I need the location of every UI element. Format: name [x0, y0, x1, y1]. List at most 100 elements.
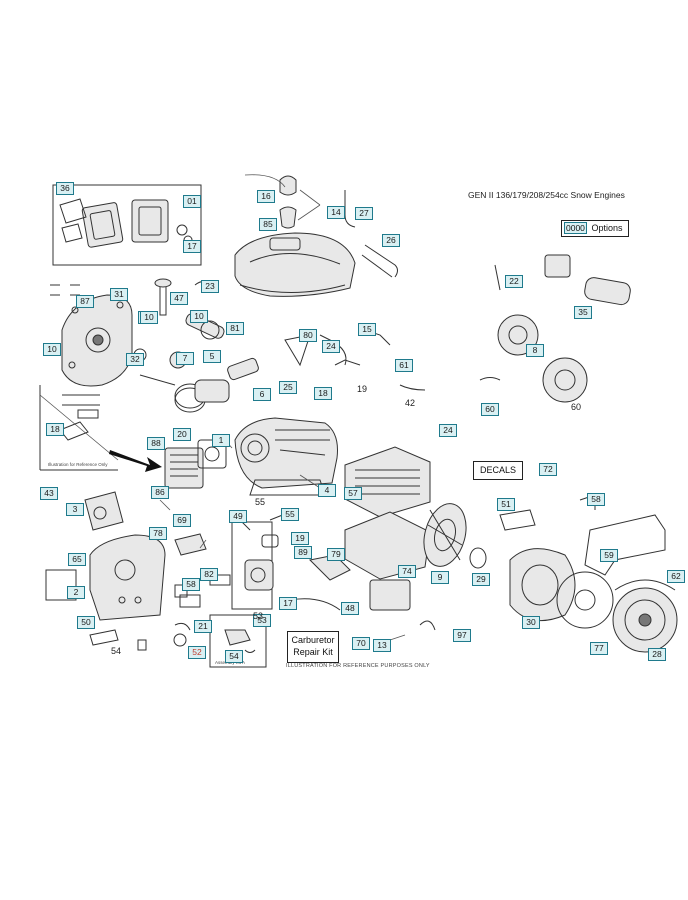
callout-17[interactable]: 17 — [279, 597, 297, 610]
callout-3[interactable]: 3 — [66, 503, 84, 516]
callout-69[interactable]: 69 — [173, 514, 191, 527]
callout-49[interactable]: 49 — [229, 510, 247, 523]
part-number-53: 53 — [253, 611, 264, 621]
callout-24[interactable]: 24 — [322, 340, 340, 353]
callout-65[interactable]: 65 — [68, 553, 86, 566]
callout-86[interactable]: 86 — [151, 486, 169, 499]
part-number-54: 54 — [111, 646, 122, 656]
callout-77[interactable]: 77 — [590, 642, 608, 655]
fasteners-bottom — [89, 584, 191, 651]
piston-assembly — [139, 357, 259, 413]
callout-19[interactable]: 19 — [291, 532, 309, 545]
callout-17[interactable]: 17 — [183, 240, 201, 253]
fuel-tank — [234, 174, 398, 297]
callout-61[interactable]: 61 — [395, 359, 413, 372]
flywheel — [423, 503, 487, 569]
callout-52[interactable]: 52 — [188, 646, 206, 659]
callout-82[interactable]: 82 — [200, 568, 218, 581]
options-box[interactable]: 0000 Options — [561, 220, 629, 237]
part-number-19: 19 — [357, 384, 368, 394]
callout-79[interactable]: 79 — [327, 548, 345, 561]
callout-54[interactable]: 54 — [225, 650, 243, 663]
side-plate — [84, 491, 124, 531]
callout-decals[interactable]: 72 — [539, 463, 557, 476]
callout-10[interactable]: 10 — [43, 343, 61, 356]
callout-16[interactable]: 16 — [257, 190, 275, 203]
callout-47[interactable]: 47 — [170, 292, 188, 305]
carburetor — [231, 511, 291, 610]
callout-15[interactable]: 15 — [358, 323, 376, 336]
callout-10[interactable]: 10 — [140, 311, 158, 324]
callout-25[interactable]: 25 — [279, 381, 297, 394]
callout-88[interactable]: 88 — [147, 437, 165, 450]
part-number-55: 55 — [255, 497, 266, 507]
callout-8[interactable]: 8 — [526, 344, 544, 357]
callout-27[interactable]: 27 — [355, 207, 373, 220]
callout-81[interactable]: 81 — [226, 322, 244, 335]
callout-55[interactable]: 55 — [281, 508, 299, 521]
callout-22[interactable]: 22 — [505, 275, 523, 288]
callout-23[interactable]: 23 — [201, 280, 219, 293]
part-number-60: 60 — [571, 402, 582, 412]
callout-29[interactable]: 29 — [472, 573, 490, 586]
callout-51[interactable]: 51 — [497, 498, 515, 511]
callout-50[interactable]: 50 — [77, 616, 95, 629]
callout-01[interactable]: 01 — [183, 195, 201, 208]
callout-89[interactable]: 89 — [294, 546, 312, 559]
callout-58[interactable]: 58 — [587, 493, 605, 506]
cylinder-head — [164, 439, 227, 489]
callout-58[interactable]: 58 — [182, 578, 200, 591]
callout-18[interactable]: 18 — [46, 423, 64, 436]
callout-2[interactable]: 2 — [67, 586, 85, 599]
callout-59[interactable]: 59 — [600, 549, 618, 562]
tiny-note-a: Illustration for Reference Only — [48, 462, 108, 467]
callout-1[interactable]: 1 — [212, 434, 230, 447]
callout-78[interactable]: 78 — [149, 527, 167, 540]
part-number-42: 42 — [405, 398, 416, 408]
callout-14[interactable]: 14 — [327, 206, 345, 219]
options-label: Options — [591, 223, 623, 233]
callout-87[interactable]: 87 — [76, 295, 94, 308]
callout-24[interactable]: 24 — [439, 424, 457, 437]
callout-30[interactable]: 30 — [522, 616, 540, 629]
options-code: 0000 — [564, 222, 587, 234]
callout-13[interactable]: 13 — [373, 639, 391, 652]
callout-48[interactable]: 48 — [341, 602, 359, 615]
throttle-control — [289, 554, 436, 631]
callout-10[interactable]: 10 — [190, 310, 208, 323]
callout-9[interactable]: 9 — [431, 571, 449, 584]
callout-carb-kit[interactable]: 70 — [352, 637, 370, 650]
reference-caption: ILLUSTRATION FOR REFERENCE PURPOSES ONLY — [286, 663, 430, 669]
callout-62[interactable]: 62 — [667, 570, 685, 583]
callout-74[interactable]: 74 — [398, 565, 416, 578]
callout-28[interactable]: 28 — [648, 648, 666, 661]
callout-20[interactable]: 20 — [173, 428, 191, 441]
callout-43[interactable]: 43 — [40, 487, 58, 500]
carburetor-kit-box[interactable]: Carburetor Repair Kit — [287, 631, 339, 663]
callout-26[interactable]: 26 — [382, 234, 400, 247]
muffler — [344, 446, 431, 580]
callout-18[interactable]: 18 — [314, 387, 332, 400]
air-cleaner-cover — [284, 334, 311, 367]
callout-31[interactable]: 31 — [110, 288, 128, 301]
inset-frame-2 — [45, 569, 77, 601]
pointer-arrow — [109, 450, 162, 472]
callout-7[interactable]: 7 — [176, 352, 194, 365]
callout-5[interactable]: 5 — [203, 350, 221, 363]
callout-97[interactable]: 97 — [453, 629, 471, 642]
callout-4[interactable]: 4 — [318, 484, 336, 497]
callout-32[interactable]: 32 — [126, 353, 144, 366]
callout-6[interactable]: 6 — [253, 388, 271, 401]
callout-53[interactable]: 53 — [253, 614, 271, 627]
recoil-starter — [612, 579, 678, 653]
callout-36[interactable]: 36 — [56, 182, 74, 195]
callout-21[interactable]: 21 — [194, 620, 212, 633]
callout-80[interactable]: 80 — [299, 329, 317, 342]
callout-35[interactable]: 35 — [574, 306, 592, 319]
callout-57[interactable]: 57 — [344, 487, 362, 500]
decals-box[interactable]: DECALS — [473, 461, 523, 480]
callout-60[interactable]: 60 — [481, 403, 499, 416]
callout-85[interactable]: 85 — [259, 218, 277, 231]
